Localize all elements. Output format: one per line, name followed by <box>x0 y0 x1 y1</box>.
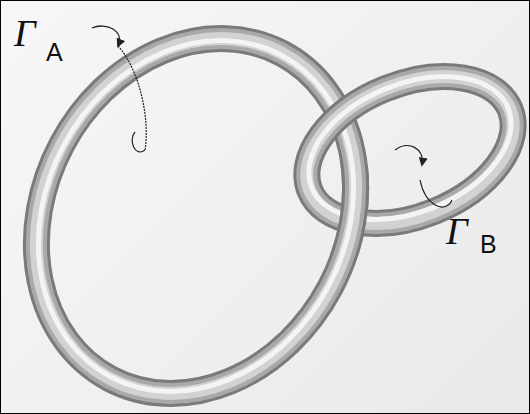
circulation-symbol: Γ <box>14 14 36 52</box>
ring-subscript: B <box>480 232 497 257</box>
circulation-symbol: Γ <box>446 212 468 250</box>
ring-subscript: A <box>46 40 63 65</box>
